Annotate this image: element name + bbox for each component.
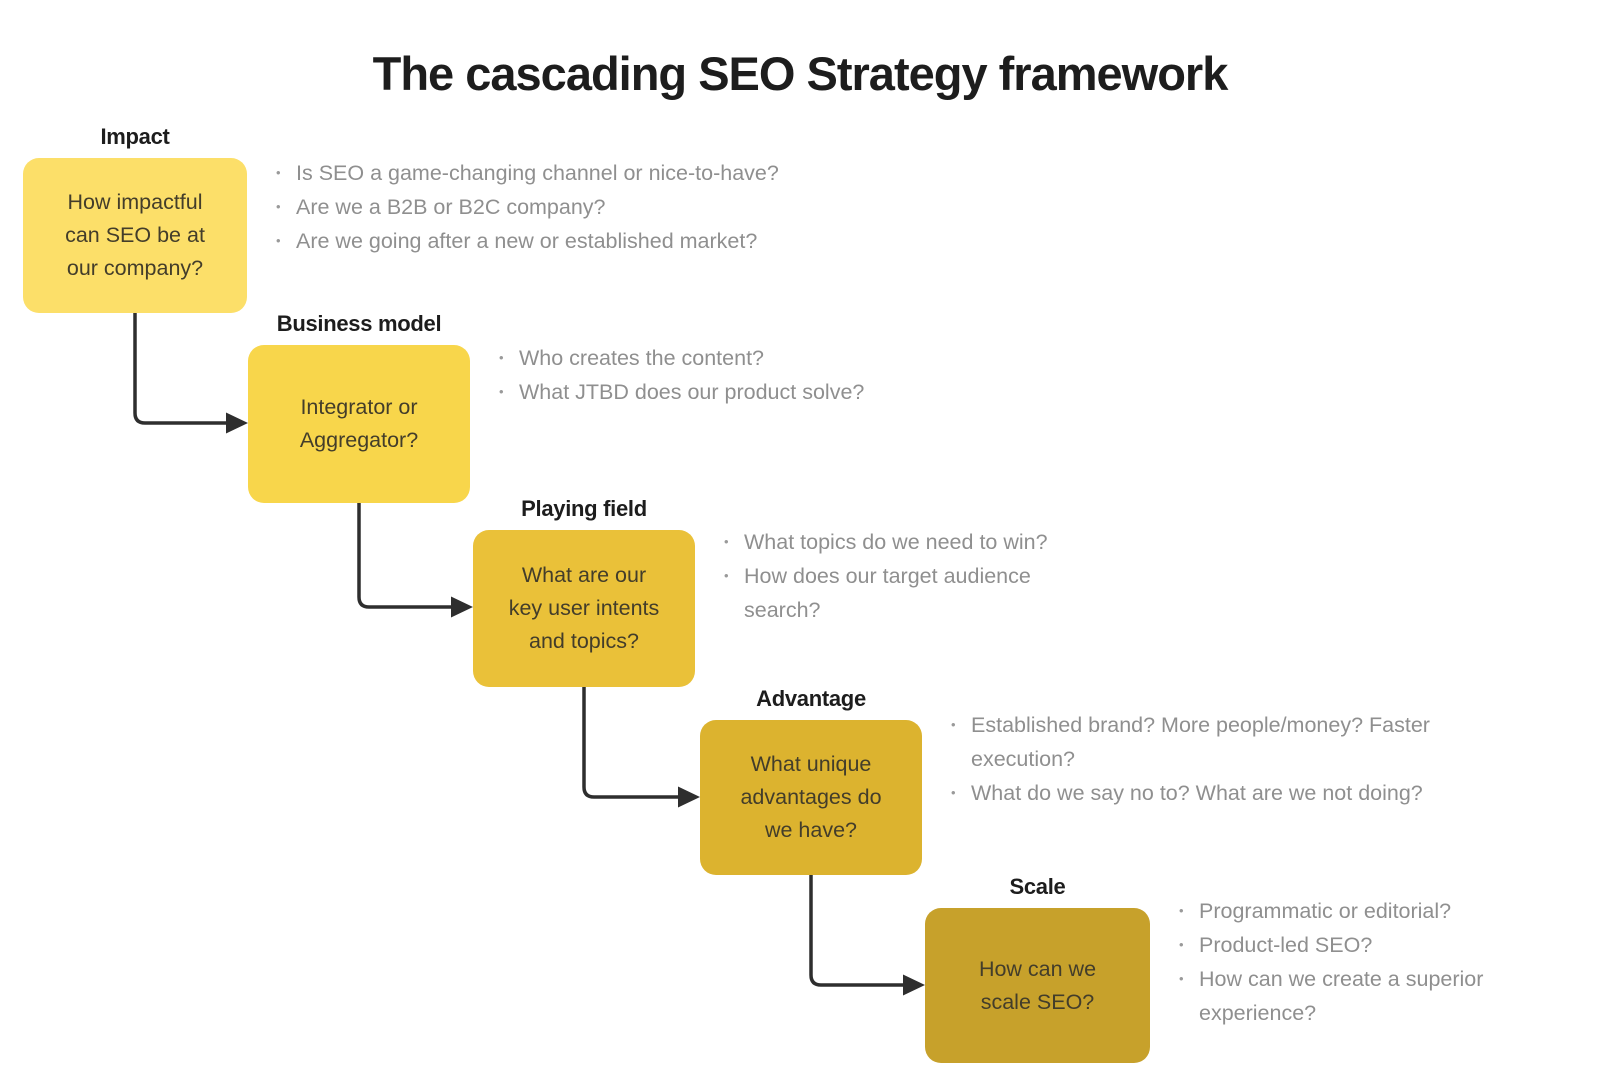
step-label-impact: Impact — [100, 124, 170, 149]
box-line: What unique — [750, 752, 872, 776]
bullet-list-impact: Is SEO a game-changing channel or nice-t… — [273, 156, 913, 258]
step-box-playing-field: What are our key user intents and topics… — [473, 530, 695, 687]
step-box-scale: How can we scale SEO? — [925, 908, 1150, 1063]
box-line: and topics? — [529, 629, 639, 653]
bullet-item: How does our target audience search? — [721, 559, 1086, 627]
connector-arrow-1 — [133, 311, 248, 434]
bullet-item: How can we create a superior experience? — [1176, 962, 1521, 1030]
step-box-text: How can we scale SEO? — [979, 953, 1096, 1019]
bullet-list-playing-field: What topics do we need to win? How does … — [721, 525, 1086, 627]
box-line: we have? — [764, 818, 858, 842]
bullet-item: What topics do we need to win? — [721, 525, 1086, 559]
step-label-playing-field: Playing field — [521, 496, 647, 521]
box-line: can SEO be at — [65, 223, 205, 247]
bullet-item: What do we say no to? What are we not do… — [948, 776, 1493, 810]
box-line: advantages do — [740, 785, 882, 809]
box-line: key user intents — [508, 596, 660, 620]
step-box-advantage: What unique advantages do we have? — [700, 720, 922, 875]
bullet-item: Is SEO a game-changing channel or nice-t… — [273, 156, 913, 190]
connector-arrow-2 — [357, 501, 473, 618]
box-line: Aggregator? — [299, 428, 419, 452]
step-box-business-model: Integrator or Aggregator? — [248, 345, 470, 503]
step-box-text: How impactful can SEO be at our company? — [65, 186, 205, 285]
bullet-item: Are we a B2B or B2C company? — [273, 190, 913, 224]
bullet-list-business-model: Who creates the content? What JTBD does … — [496, 341, 966, 409]
arrowhead-icon — [226, 412, 248, 434]
box-line: our company? — [66, 256, 204, 280]
step-box-text: What unique advantages do we have? — [740, 748, 881, 847]
arrowhead-icon — [903, 974, 925, 996]
connector-arrow-4 — [809, 873, 925, 996]
step-label-scale: Scale — [1009, 874, 1066, 899]
bullet-item: What JTBD does our product solve? — [496, 375, 966, 409]
box-line: How impactful — [67, 190, 203, 214]
box-line: What are our — [521, 563, 647, 587]
connector-arrow-3 — [582, 685, 700, 808]
arrowhead-icon — [451, 596, 473, 618]
page-title: The cascading SEO Strategy framework — [372, 47, 1229, 100]
bullet-item: Are we going after a new or established … — [273, 224, 913, 258]
bullet-list-scale: Programmatic or editorial? Product-led S… — [1176, 894, 1521, 1030]
bullet-item: Who creates the content? — [496, 341, 966, 375]
bullet-list-advantage: Established brand? More people/money? Fa… — [948, 708, 1493, 810]
bullet-item: Programmatic or editorial? — [1176, 894, 1521, 928]
box-line: scale SEO? — [980, 989, 1095, 1014]
step-box-impact: How impactful can SEO be at our company? — [23, 158, 247, 313]
step-box-text: What are our key user intents and topics… — [509, 559, 660, 658]
bullet-item: Established brand? More people/money? Fa… — [948, 708, 1493, 776]
bullet-item: Product-led SEO? — [1176, 928, 1521, 962]
arrowhead-icon — [678, 786, 700, 808]
step-box-text: Integrator or Aggregator? — [300, 391, 418, 457]
box-line: Integrator or — [300, 395, 418, 419]
box-line: How can we — [978, 956, 1097, 981]
step-label-business-model: Business model — [276, 311, 442, 336]
step-label-advantage: Advantage — [756, 686, 866, 711]
